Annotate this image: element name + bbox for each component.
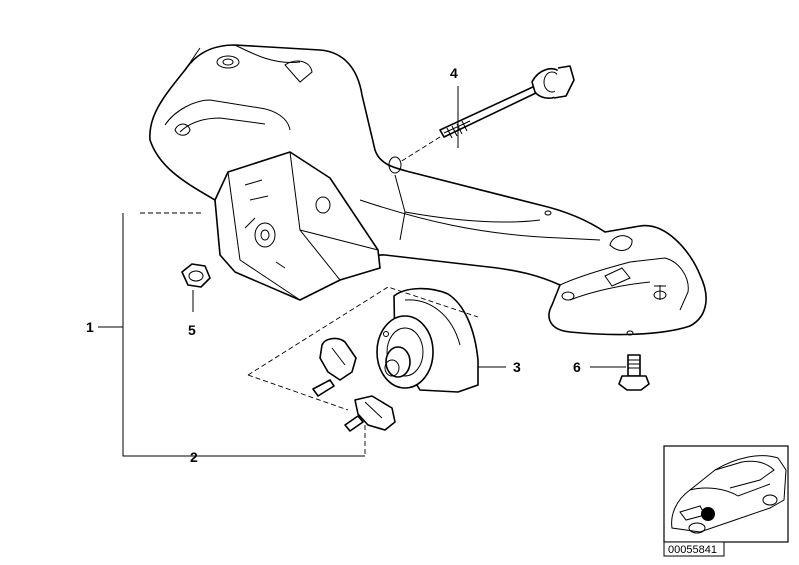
reference-number: 00055841 [668,544,717,556]
callout-1: 1 [86,319,94,335]
callout-6: 6 [573,359,581,375]
explode-frame-upper [247,286,479,376]
callout-4: 4 [450,65,458,81]
callout-5: 5 [188,322,196,338]
bolt-6[interactable] [618,354,650,391]
explode-frame-left [247,374,349,411]
rubber-mount-3[interactable] [376,287,479,393]
callout-2: 2 [190,449,198,465]
car-outline-icon [671,455,787,534]
bolt-4[interactable] [439,65,575,139]
car-location-icon [701,507,715,521]
nut-5[interactable] [181,263,211,288]
group-bracket-1 [122,213,365,457]
vehicle-locator-thumbnail: 00055841 [663,445,789,557]
stud-bracket-2[interactable] [312,337,396,432]
callout-3: 3 [513,359,521,375]
ref-number-box [663,541,725,557]
bolt-4-guide-line [399,136,441,163]
rear-axle-subframe[interactable] [149,44,707,336]
